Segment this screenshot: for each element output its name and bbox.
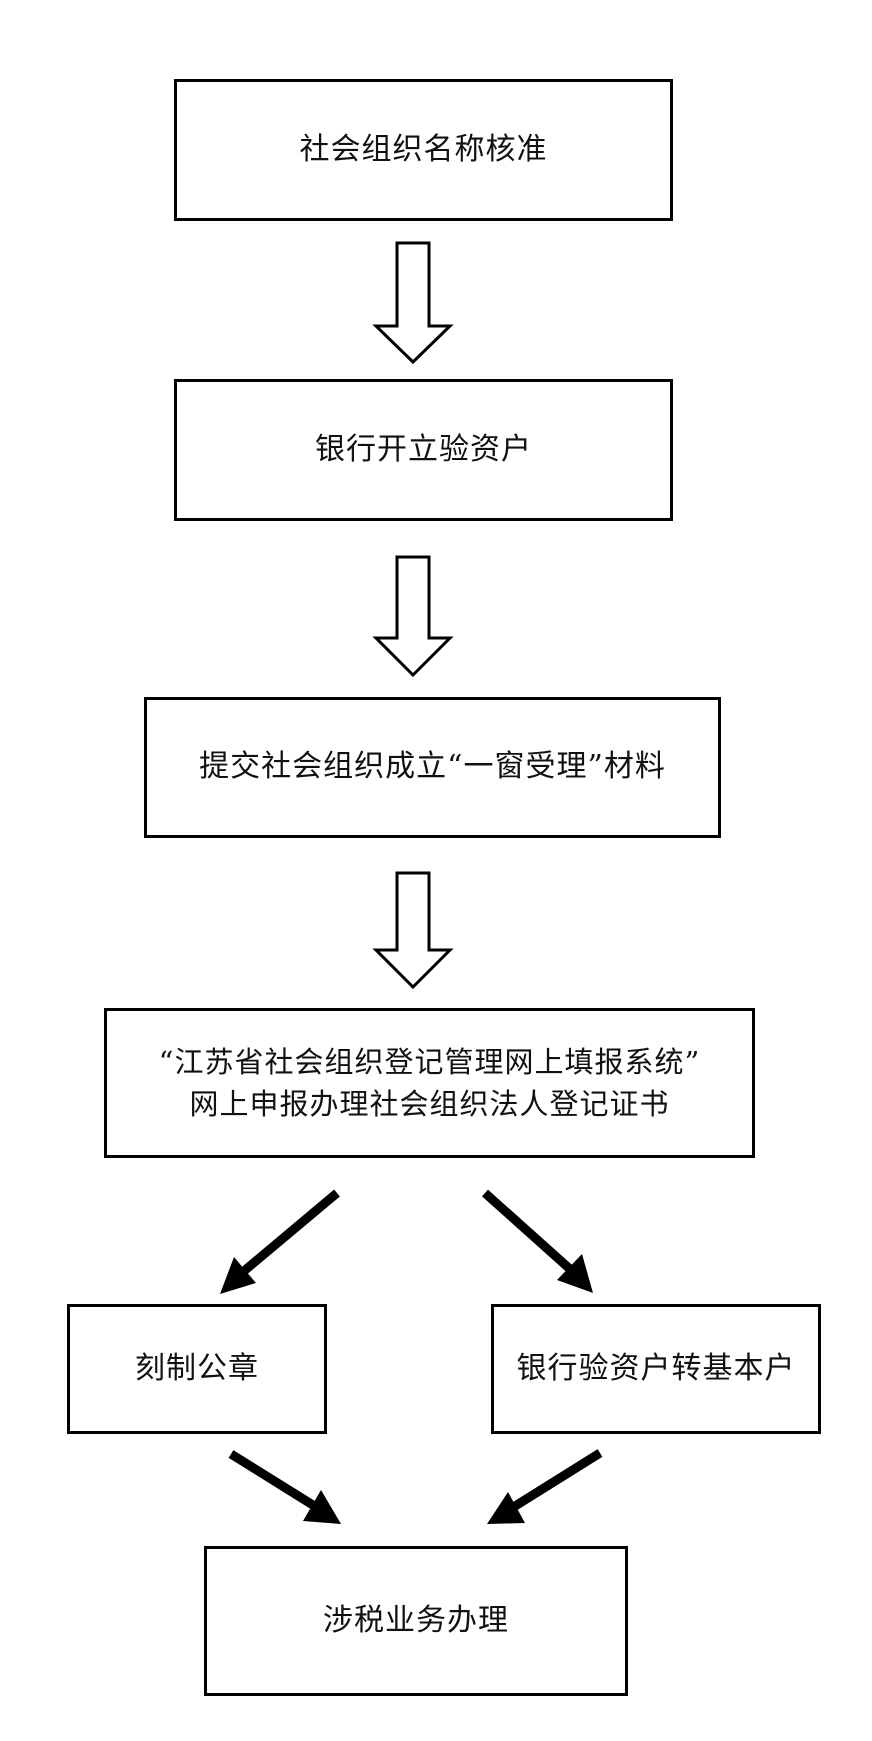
step-name-approval: 社会组织名称核准 bbox=[174, 79, 673, 221]
step-online-register: “江苏省社会组织登记管理网上填报系统” 网上申报办理社会组织法人登记证书 bbox=[104, 1008, 755, 1158]
arrow-engrave-to-tax bbox=[228, 1450, 341, 1524]
step-submit-materials-label: 提交社会组织成立“一窗受理”材料 bbox=[199, 749, 666, 785]
step-engrave-seal: 刻制公章 bbox=[67, 1304, 327, 1434]
step-online-register-text: “江苏省社会组织登记管理网上填报系统” 网上申报办理社会组织法人登记证书 bbox=[159, 1041, 701, 1125]
step-tax-affairs: 涉税业务办理 bbox=[204, 1546, 628, 1696]
hollow-down-arrow-3 bbox=[372, 871, 454, 990]
step-tax-affairs-label: 涉税业务办理 bbox=[323, 1602, 509, 1638]
arrow-to-engrave-seal bbox=[220, 1189, 340, 1294]
step-name-approval-label: 社会组织名称核准 bbox=[299, 131, 548, 167]
step-engrave-seal-label: 刻制公章 bbox=[135, 1350, 259, 1386]
step-bank-account-label: 银行开立验资户 bbox=[315, 431, 532, 467]
arrow-convert-to-tax bbox=[487, 1449, 603, 1524]
step-convert-account: 银行验资户转基本户 bbox=[491, 1304, 821, 1434]
step-convert-account-label: 银行验资户转基本户 bbox=[516, 1350, 796, 1386]
step-bank-account: 银行开立验资户 bbox=[174, 379, 673, 521]
step-submit-materials: 提交社会组织成立“一窗受理”材料 bbox=[144, 697, 721, 838]
hollow-down-arrow-1 bbox=[372, 241, 454, 365]
step-online-register-line2: 网上申报办理社会组织法人登记证书 bbox=[189, 1087, 670, 1121]
arrow-to-convert-account bbox=[481, 1189, 593, 1293]
hollow-down-arrow-2 bbox=[372, 555, 454, 678]
step-online-register-line1: “江苏省社会组织登记管理网上填报系统” bbox=[158, 1044, 701, 1079]
